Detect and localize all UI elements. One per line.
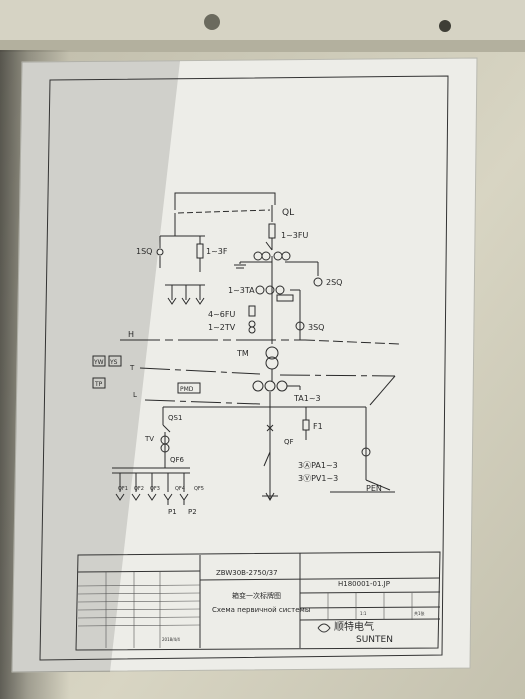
qf4-label: QF4 [175,486,185,492]
tv2-label: TV [144,435,154,443]
qf-label: QF [284,438,294,446]
pmd-label: PMD [180,386,194,393]
qf5-label: QF5 [194,486,204,492]
title-block: ZBW30B-2750/37 箱变一次标牌图 Схема первичной с… [75,551,441,651]
p1-label: P1 [168,508,177,516]
fu1-label: 1~3FU [281,231,308,240]
schematic [92,192,401,505]
hole-icon [439,20,451,32]
qf6-label: QF6 [170,456,185,464]
f3-label: 1~3F [206,247,228,256]
sheet-text: 共1张 [414,610,425,616]
title-cn: 箱变一次标牌图 [232,591,281,600]
ta2-label: TA1~3 [293,394,321,403]
ql-label: QL [282,208,294,218]
tm-label: TM [236,349,249,358]
drawing-no: H180001-01.JP [338,580,390,588]
pen-label: PEN [366,484,382,493]
brand-logo-icon [317,623,331,633]
brand-cn: 顺特电气 [334,620,374,633]
sq3-label: 3SQ [308,323,324,332]
yw-label: YW [93,359,104,366]
pv-label: 3ⓋPV1~3 [298,474,338,483]
model-text: ZBW30B-2750/37 [216,569,278,577]
qf3-label: QF3 [150,486,160,492]
h-label: H [128,330,134,339]
ta1-label: 1~3TA [228,286,255,295]
sq2-label: 2SQ [326,278,342,287]
date-text: 2018/4/4 [162,637,180,642]
qs1-label: QS1 [168,414,182,422]
scale-text: 1:1 [360,611,367,616]
t-label: T [129,364,135,372]
sq1-label: 1SQ [136,247,152,256]
bolt-icon [204,14,220,30]
p2-label: P2 [188,508,197,516]
qf1-label: QF1 [118,486,128,492]
tv-label: 1~2TV [208,323,236,332]
l-label: L [133,391,137,399]
qf2-label: QF2 [134,486,144,492]
f1-label: F1 [313,422,323,431]
tp-label: TP [94,381,103,388]
brand-en: SUNTEN [356,635,393,645]
schematic-labels: QL 1~3FU 1SQ 1~3F 2SQ 1~3TA 4~6FU 1~2TV … [93,208,382,516]
title-ru: Схема первичной системы [212,606,310,614]
fu4-label: 4~6FU [208,310,235,319]
paper [11,57,478,673]
pa-label: 3ⒶPA1~3 [298,461,338,470]
ys-label: YS [109,359,118,366]
drawing-frame [39,75,449,661]
